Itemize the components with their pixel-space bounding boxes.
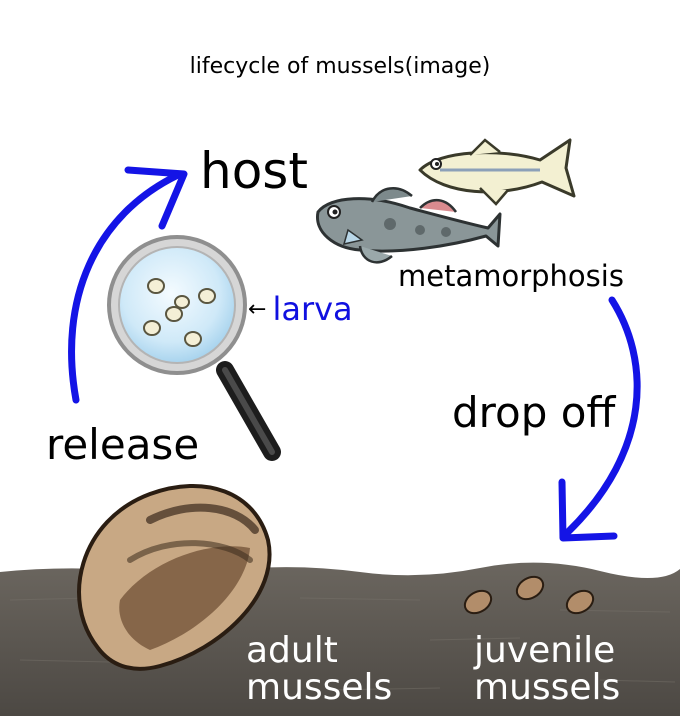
drop-off-label: drop off: [452, 388, 616, 437]
host-label: host: [200, 142, 308, 200]
adult-label-line1: adult: [246, 630, 338, 671]
larva-word: larva: [272, 290, 353, 328]
adult-mussels-label: adult mussels: [246, 632, 392, 706]
goby-fish-icon: [316, 187, 502, 264]
fish-icon: [418, 138, 576, 206]
drop-off-arrow-head: [558, 478, 618, 542]
juvenile-label-line1: juvenile: [474, 630, 616, 671]
drop-off-arrow: [564, 296, 641, 536]
release-label: release: [46, 420, 200, 469]
release-arrow-head: [124, 166, 188, 230]
larva-label: ←larva: [248, 293, 353, 325]
juvenile-label-line2: mussels: [474, 667, 621, 708]
diagram-title: lifecycle of mussels(image): [189, 54, 491, 79]
juvenile-mussel-icon: [463, 575, 595, 615]
adult-label-line2: mussels: [246, 667, 393, 708]
larva-icon: [143, 278, 216, 347]
release-arrow: [68, 171, 182, 404]
juvenile-mussels-label: juvenile mussels: [474, 632, 620, 706]
metamorphosis-label: metamorphosis: [398, 259, 624, 293]
adult-mussel-icon: [77, 484, 272, 671]
larva-pointer-icon: ←: [248, 297, 267, 322]
